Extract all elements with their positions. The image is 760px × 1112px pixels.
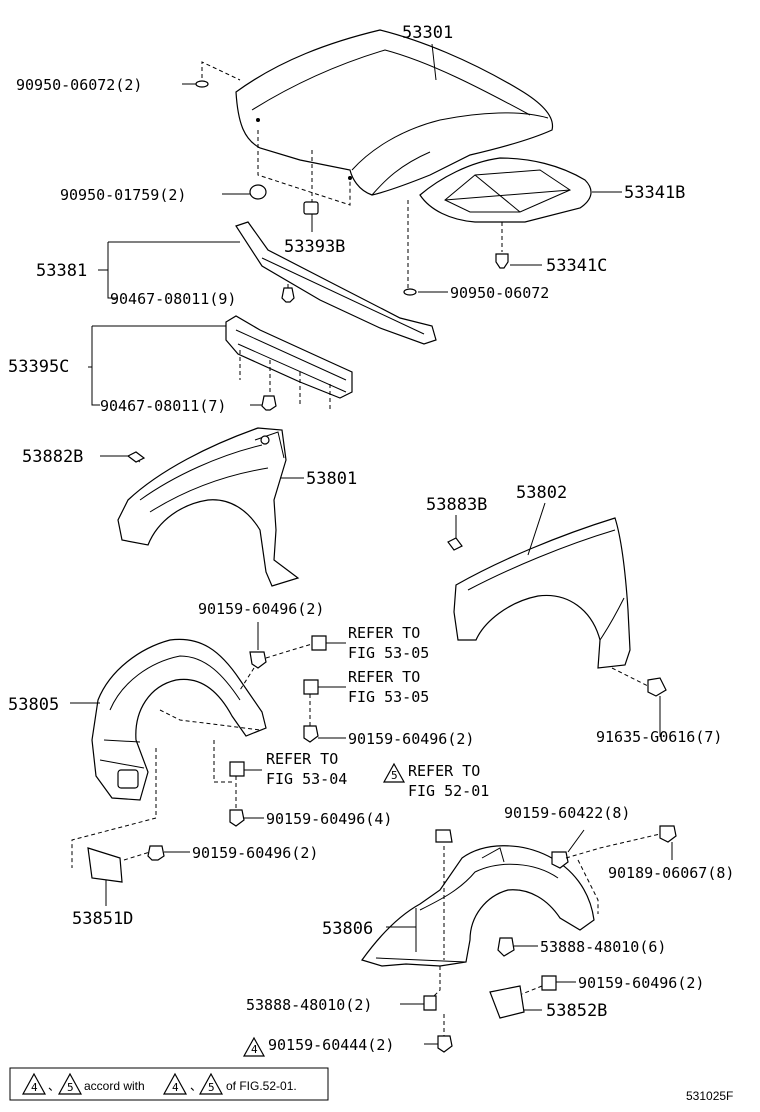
note-box: 4 、 5 accord with 4 、 5 of FIG.52-01. — [9, 1067, 329, 1101]
label-90159-60496-2d: 90159-60496(2) — [578, 974, 704, 992]
label-53381: 53381 — [36, 261, 87, 281]
label-90159-60496-2b: 90159-60496(2) — [348, 730, 474, 748]
ref-b-line1: REFER TO — [348, 668, 420, 686]
insulator-53341b — [419, 157, 622, 223]
note-triangle-5b-icon — [198, 1072, 224, 1095]
label-53301: 53301 — [402, 23, 453, 43]
label-53888-48010-2: 53888-48010(2) — [246, 996, 372, 1014]
svg-text:5: 5 — [208, 1081, 215, 1094]
svg-text:、: 、 — [190, 1079, 202, 1093]
svg-text:4: 4 — [172, 1081, 179, 1094]
figure-code: 531025F — [686, 1089, 733, 1103]
label-53883b: 53883B — [426, 495, 487, 515]
label-53852b: 53852B — [546, 1001, 607, 1021]
svg-text:4: 4 — [251, 1043, 258, 1056]
label-53805: 53805 — [8, 695, 59, 715]
mudguard-53852b — [489, 985, 525, 1019]
label-90159-60496-2a: 90159-60496(2) — [198, 600, 324, 618]
note-triangle-5-icon — [57, 1072, 83, 1095]
svg-text:5: 5 — [391, 769, 398, 782]
label-53882b: 53882B — [22, 447, 83, 467]
label-53341c: 53341C — [546, 256, 607, 276]
label-53801: 53801 — [306, 469, 357, 489]
seal-53381 — [235, 221, 437, 345]
label-90159-60496-2c: 90159-60496(2) — [192, 844, 318, 862]
label-90159-60444-2: 90159-60444(2) — [268, 1036, 394, 1054]
label-53802: 53802 — [516, 483, 567, 503]
ref-b-line2: FIG 53-05 — [348, 688, 429, 706]
triangle-4-icon — [242, 1036, 266, 1057]
label-53851d: 53851D — [72, 909, 133, 929]
fender-53802 — [453, 517, 631, 669]
note-triangle-4b-icon — [162, 1072, 188, 1095]
label-91635-g0616-7: 91635-G0616(7) — [596, 728, 722, 746]
ref-a-line2: FIG 53-05 — [348, 644, 429, 662]
label-53393b: 53393B — [284, 237, 345, 257]
label-53395c: 53395C — [8, 357, 69, 377]
label-90467-08011-9: 90467-08011(9) — [110, 290, 236, 308]
liner-53805 — [91, 638, 267, 801]
mudguard-53851d — [87, 847, 123, 883]
note-triangle-4-icon — [21, 1072, 47, 1095]
seal-53395c — [225, 315, 353, 399]
label-53888-48010-6: 53888-48010(6) — [540, 938, 666, 956]
label-90950-01759-2: 90950-01759(2) — [60, 186, 186, 204]
note-accord-with: accord with — [84, 1079, 145, 1093]
label-53341b: 53341B — [624, 183, 685, 203]
ref-c-line2: FIG 53-04 — [266, 770, 347, 788]
ref-d-line2: FIG 52-01 — [408, 782, 489, 800]
ref-c-line1: REFER TO — [266, 750, 338, 768]
fender-53801 — [117, 427, 300, 587]
label-90950-06072: 90950-06072 — [450, 284, 549, 302]
hood-53301 — [235, 29, 554, 196]
label-53806: 53806 — [322, 919, 373, 939]
liner-53806 — [361, 845, 595, 967]
ref-a-line1: REFER TO — [348, 624, 420, 642]
triangle-5-icon — [382, 762, 406, 783]
label-90159-60422-8: 90159-60422(8) — [504, 804, 630, 822]
note-of-fig: of FIG.52-01. — [226, 1079, 297, 1093]
svg-text:、: 、 — [48, 1079, 60, 1093]
label-90189-06067-8: 90189-06067(8) — [608, 864, 734, 882]
label-90159-60496-4: 90159-60496(4) — [266, 810, 392, 828]
label-90467-08011-7: 90467-08011(7) — [100, 397, 226, 415]
svg-text:4: 4 — [31, 1081, 38, 1094]
label-90950-06072-2: 90950-06072(2) — [16, 76, 142, 94]
svg-text:5: 5 — [67, 1081, 74, 1094]
ref-d-line1: REFER TO — [408, 762, 480, 780]
